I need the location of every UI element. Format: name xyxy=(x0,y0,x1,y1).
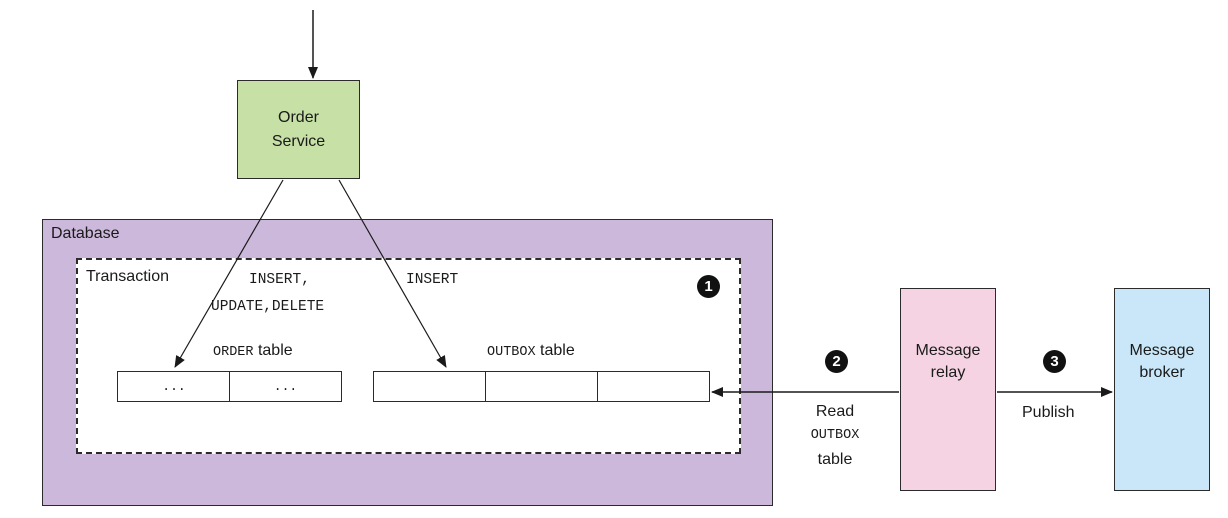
step-2-badge: 2 xyxy=(825,350,848,373)
order-table-cell: ... xyxy=(117,371,231,402)
outbox-table-suffix: table xyxy=(535,342,575,359)
order-service-line2: Service xyxy=(271,132,326,150)
order-service-line1: Order xyxy=(278,108,319,126)
message-broker-box: Message broker xyxy=(1114,288,1210,491)
outbox-table-name: OUTBOX xyxy=(487,345,536,360)
outbox-table-cell xyxy=(485,371,599,402)
message-relay-line1: Message xyxy=(915,342,981,359)
order-table-suffix: table xyxy=(253,342,293,359)
outbox-arrow-label: INSERT xyxy=(406,272,459,288)
order-service-box: Order Service xyxy=(237,80,360,179)
order-table-title: ORDER table xyxy=(213,342,293,360)
message-broker-line2: broker xyxy=(1139,364,1185,381)
read-step-line2: OUTBOX xyxy=(810,428,860,443)
message-broker-line1: Message xyxy=(1129,342,1195,359)
order-arrow-label-line2: UPDATE,DELETE xyxy=(211,299,325,315)
outbox-table-cell xyxy=(597,371,710,402)
step-1-badge: 1 xyxy=(697,275,720,298)
step-3-badge: 3 xyxy=(1043,350,1066,373)
read-step-label: Read OUTBOX table xyxy=(790,400,880,472)
message-relay-line2: relay xyxy=(930,364,966,381)
publish-step-label: Publish xyxy=(1022,404,1075,421)
database-label: Database xyxy=(51,225,120,242)
order-arrow-label-line1: INSERT, xyxy=(249,272,310,288)
message-relay-box: Message relay xyxy=(900,288,996,491)
outbox-table-title: OUTBOX table xyxy=(487,342,575,360)
order-table-cell: ... xyxy=(229,371,342,402)
read-step-line1: Read xyxy=(815,403,855,420)
order-table-name: ORDER xyxy=(213,345,254,360)
outbox-table-cell xyxy=(373,371,487,402)
transaction-label: Transaction xyxy=(86,268,169,285)
read-step-line3: table xyxy=(817,451,853,468)
